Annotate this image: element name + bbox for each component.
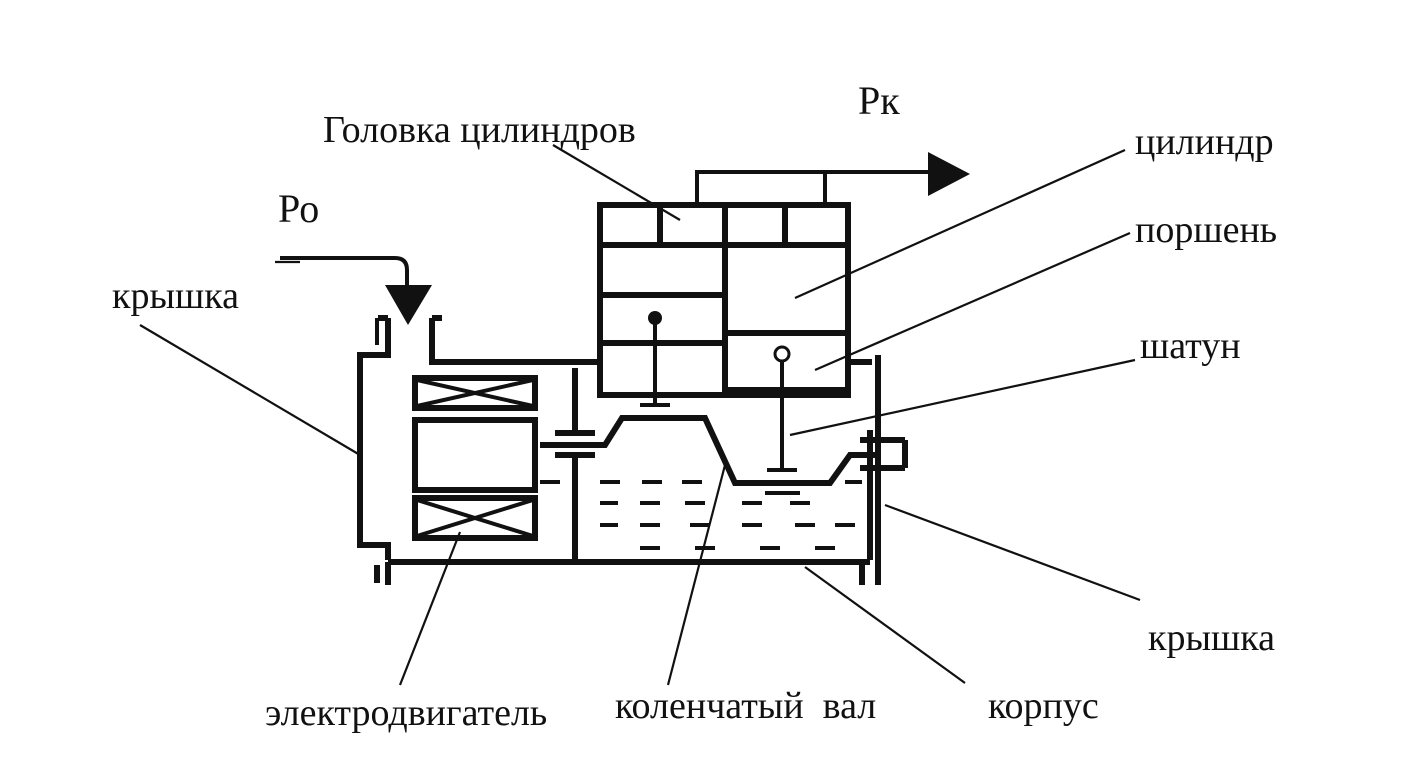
inlet-arrow bbox=[385, 285, 432, 325]
right-cover-label: крышка bbox=[1148, 617, 1275, 659]
outlet-pipe bbox=[695, 152, 970, 205]
cylinder-block bbox=[597, 202, 851, 398]
connecting-rod-label: шатун bbox=[1140, 325, 1241, 367]
outlet-pressure-label: Рк bbox=[858, 78, 900, 123]
housing-body bbox=[385, 318, 908, 585]
cylinder-label: цилиндр bbox=[1135, 121, 1274, 163]
inlet-pipe bbox=[275, 256, 432, 325]
connecting-rods bbox=[640, 311, 797, 472]
left-cover-label: крышка bbox=[112, 275, 239, 317]
crankshaft-label: коленчатый вал bbox=[615, 685, 876, 727]
motor-label: электродвигатель bbox=[265, 692, 547, 734]
left-cover bbox=[357, 315, 442, 583]
inlet-pressure-label: Ро bbox=[278, 186, 319, 231]
piston-label: поршень bbox=[1135, 209, 1277, 251]
leader-lines bbox=[139, 144, 1141, 686]
oil-level-dashes bbox=[540, 480, 862, 550]
crankshaft bbox=[540, 415, 880, 495]
outlet-arrow bbox=[928, 152, 970, 196]
electric-motor bbox=[412, 375, 538, 541]
housing-label: корпус bbox=[988, 685, 1099, 727]
cylinder-head-label: Головка цилиндров bbox=[323, 109, 636, 151]
